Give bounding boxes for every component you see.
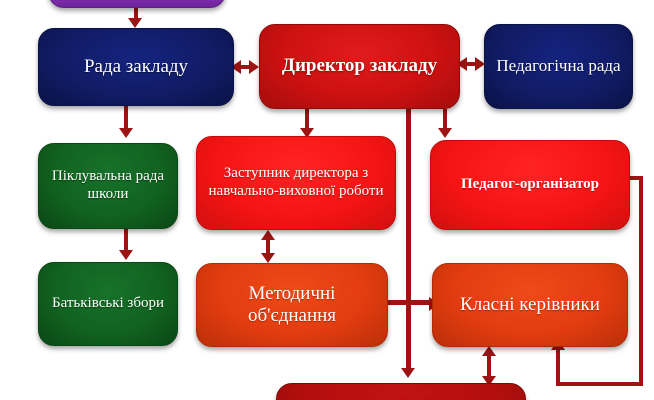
node-klasni-kerivnyky-label: Класні керівники: [460, 293, 600, 315]
connector-klasni-bottom: [487, 353, 491, 380]
connector-pikluvalna-to-batkivski: [124, 229, 128, 254]
node-dyrektor-zakladu-label: Директор закладу: [281, 55, 438, 77]
connector-dyrektor-to-zastupnyk: [305, 109, 309, 131]
node-pedagog-organizator[interactable]: Педагог-організатор: [430, 140, 630, 230]
connector-pedagog-riser-to-klasni: [556, 348, 560, 386]
connector-dyrektor-spine: [406, 109, 411, 373]
arrowhead-zastupnyk-metodychni-down: [261, 253, 275, 263]
connector-rada-to-pikluvalna: [124, 106, 128, 130]
connector-pedagog-elbow-bottom: [556, 382, 643, 386]
node-batkivski-zbory[interactable]: Батьківські збори: [38, 262, 178, 346]
arrowhead-dyrektor-pedrada-left: [457, 57, 467, 71]
arrowhead-rada-dyrektor-right: [249, 60, 259, 74]
node-rada-zakladu-label: Рада закладу: [83, 55, 189, 77]
arrowhead-topcut-to-rada: [128, 18, 142, 28]
arrowhead-klasni-bottom-up: [482, 346, 496, 356]
node-pikluvalna-rada-shkoly-label: Піклувальна рада школи: [51, 168, 165, 202]
node-metodychni-obyednannya[interactable]: Методичні об'єднання: [196, 263, 388, 347]
node-batkivski-zbory-label: Батьківські збори: [51, 295, 165, 312]
connector-rada-dyrektor: [238, 65, 255, 69]
node-zastupnyk-dyrektora-label: Заступник директора з навчально-виховної…: [208, 165, 384, 199]
node-pedagogichna-rada-label: Педагогічна рада: [496, 56, 621, 76]
node-top-cut[interactable]: [48, 0, 226, 8]
connector-dyrektor-pedrada: [464, 62, 480, 66]
arrowhead-dyrektor-pedrada-right: [475, 57, 485, 71]
connector-metodychni-to-klasni: [386, 300, 434, 305]
arrowhead-dyrektor-to-zastupnyk: [300, 128, 314, 138]
connector-dyrektor-to-pedagog: [443, 109, 447, 131]
arrowhead-dyrektor-to-pedagog: [438, 128, 452, 138]
connector-zastupnyk-metodychni: [266, 236, 270, 257]
arrowhead-spine-to-bottom: [401, 368, 415, 378]
connector-pedagog-elbow-horizontal: [625, 176, 643, 180]
arrowhead-zastupnyk-metodychni-up: [261, 230, 275, 240]
node-pedagogichna-rada[interactable]: Педагогічна рада: [484, 24, 633, 109]
node-pedagog-organizator-label: Педагог-організатор: [460, 176, 600, 193]
node-dyrektor-zakladu[interactable]: Директор закладу: [259, 24, 460, 109]
node-pikluvalna-rada-shkoly[interactable]: Піклувальна рада школи: [38, 143, 178, 229]
connector-pedagog-elbow-vertical: [639, 176, 643, 386]
arrowhead-klasni-bottom-down: [482, 376, 496, 386]
node-rada-zakladu[interactable]: Рада закладу: [38, 28, 234, 106]
node-bottom-cut[interactable]: [276, 383, 526, 400]
node-klasni-kerivnyky[interactable]: Класні керівники: [432, 263, 628, 347]
connector-topcut-to-rada: [134, 8, 138, 20]
node-metodychni-obyednannya-label: Методичні об'єднання: [247, 282, 337, 326]
arrowhead-rada-to-pikluvalna: [119, 128, 133, 138]
arrowhead-rada-dyrektor-left: [231, 60, 241, 74]
arrowhead-pikluvalna-to-batkivski: [119, 250, 133, 260]
node-zastupnyk-dyrektora[interactable]: Заступник директора з навчально-виховної…: [196, 136, 396, 230]
